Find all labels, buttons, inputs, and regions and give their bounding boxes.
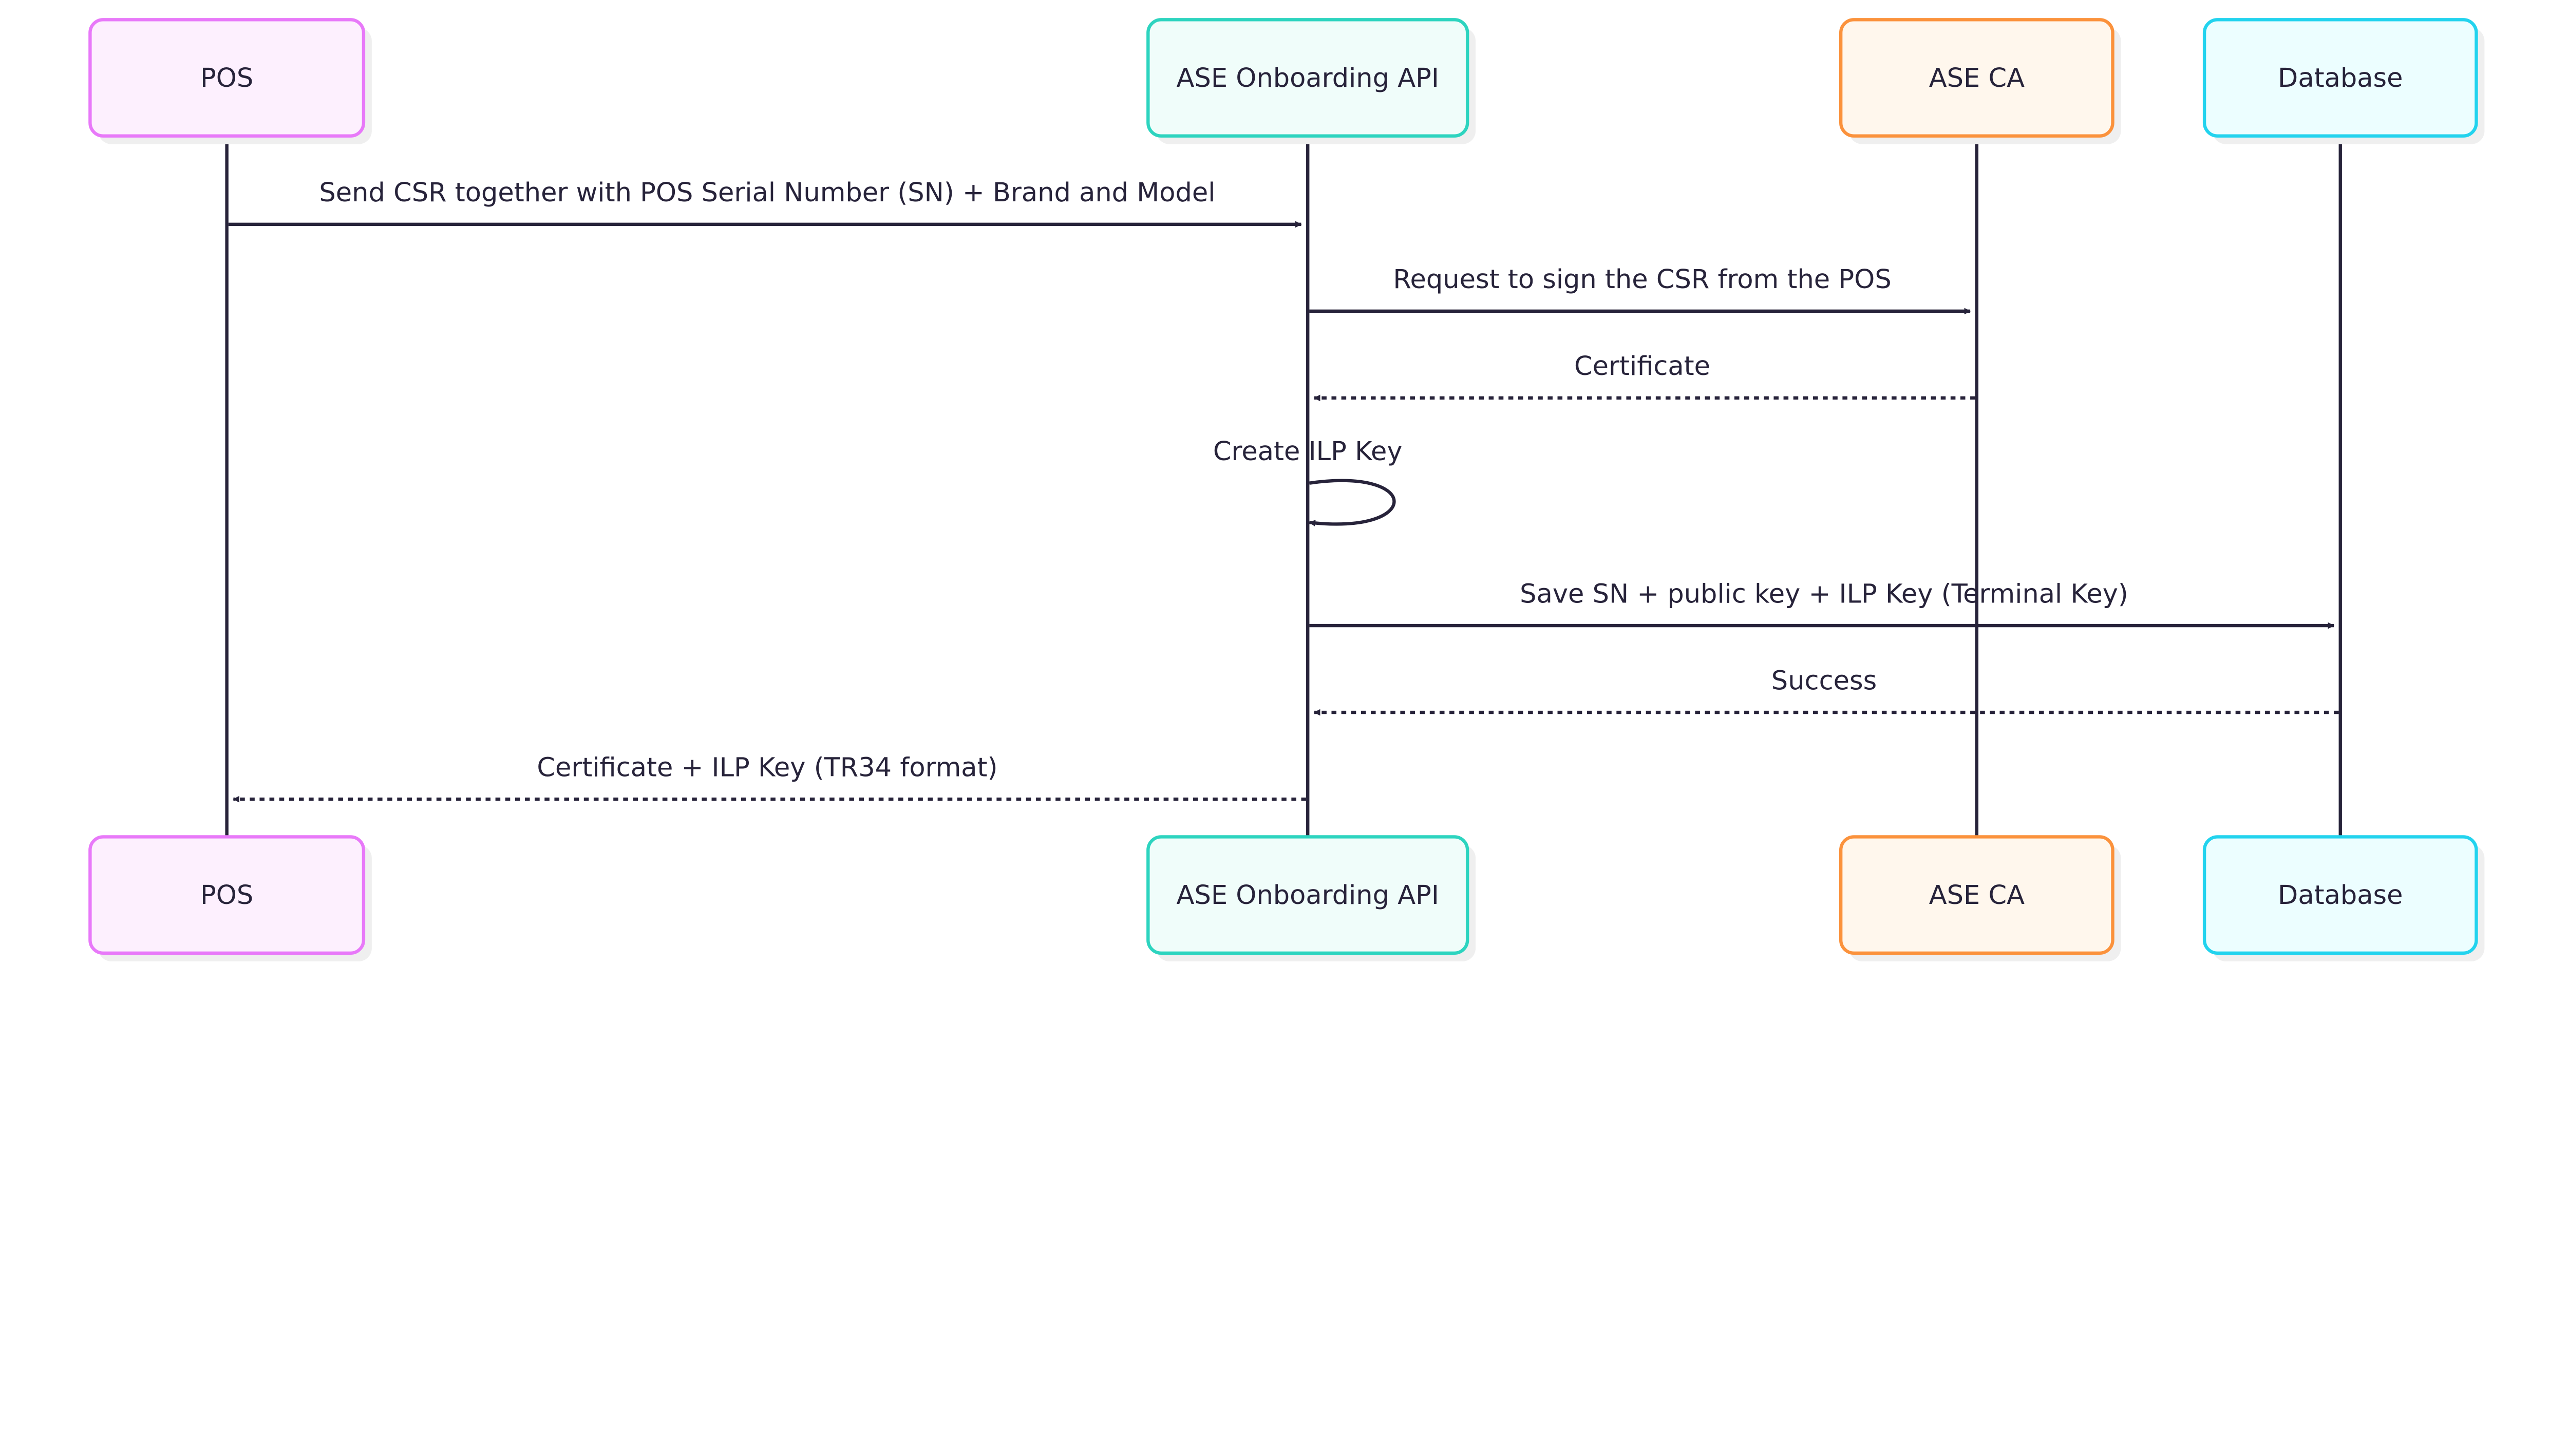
participant-api-top[interactable]: ASE Onboarding API [1146, 18, 1476, 144]
message-4: Create ILP Key [1213, 437, 1403, 526]
participant-box [1146, 18, 1469, 138]
messages: Send CSR together with POS Serial Number… [228, 178, 2339, 803]
participants: POS POS ASE Onboarding API ASE Onboarding A… [88, 18, 2485, 961]
participant-ca-bottom[interactable]: ASE CA [1839, 835, 2121, 961]
participant-label: ASE Onboarding API [1177, 880, 1439, 911]
message-5: Save SN + public key + ILP Key (Terminal… [1309, 579, 2335, 629]
sequence-diagram: POS POS ASE Onboarding API ASE Onboarding A… [88, 18, 2485, 961]
participant-label: POS [200, 880, 253, 911]
participant-label: POS [200, 63, 253, 93]
self-message-arrow [1309, 479, 1396, 526]
participant-box [1839, 18, 2114, 138]
message-label: Create ILP Key [1213, 437, 1403, 467]
message-label: Success [1771, 666, 1877, 696]
participant-label: ASE CA [1929, 63, 2025, 93]
message-7: Certificate + ILP Key (TR34 format) [233, 752, 1307, 803]
participant-box [1839, 835, 2114, 955]
message-label: Save SN + public key + ILP Key (Terminal… [1520, 579, 2128, 609]
message-2: Request to sign the CSR from the POS [1309, 264, 1971, 315]
participant-db-top[interactable]: Database [2202, 18, 2485, 144]
diagram-canvas: POS POS ASE Onboarding API ASE Onboarding A… [88, 18, 2485, 961]
participant-box [88, 18, 366, 138]
participant-box [2202, 18, 2478, 138]
message-1: Send CSR together with POS Serial Number… [228, 178, 1302, 228]
message-label: Certificate [1574, 351, 1710, 382]
participant-label: ASE CA [1929, 880, 2025, 911]
participant-label: ASE Onboarding API [1177, 63, 1439, 93]
message-6: Success [1313, 666, 2339, 716]
participant-pos-top[interactable]: POS [88, 18, 372, 144]
participant-label: Database [2278, 63, 2403, 93]
participant-box [2202, 835, 2478, 955]
participant-box [88, 835, 366, 955]
message-label: Request to sign the CSR from the POS [1393, 264, 1891, 295]
lifelines [225, 137, 2342, 837]
participant-db-bottom[interactable]: Database [2202, 835, 2485, 961]
participant-ca-top[interactable]: ASE CA [1839, 18, 2121, 144]
participant-pos-bottom[interactable]: POS [88, 835, 372, 961]
message-3: Certificate [1313, 351, 1975, 402]
message-label: Certificate + ILP Key (TR34 format) [537, 752, 997, 783]
participant-box [1146, 835, 1469, 955]
participant-label: Database [2278, 880, 2403, 911]
message-label: Send CSR together with POS Serial Number… [319, 178, 1215, 208]
participant-api-bottom[interactable]: ASE Onboarding API [1146, 835, 1476, 961]
